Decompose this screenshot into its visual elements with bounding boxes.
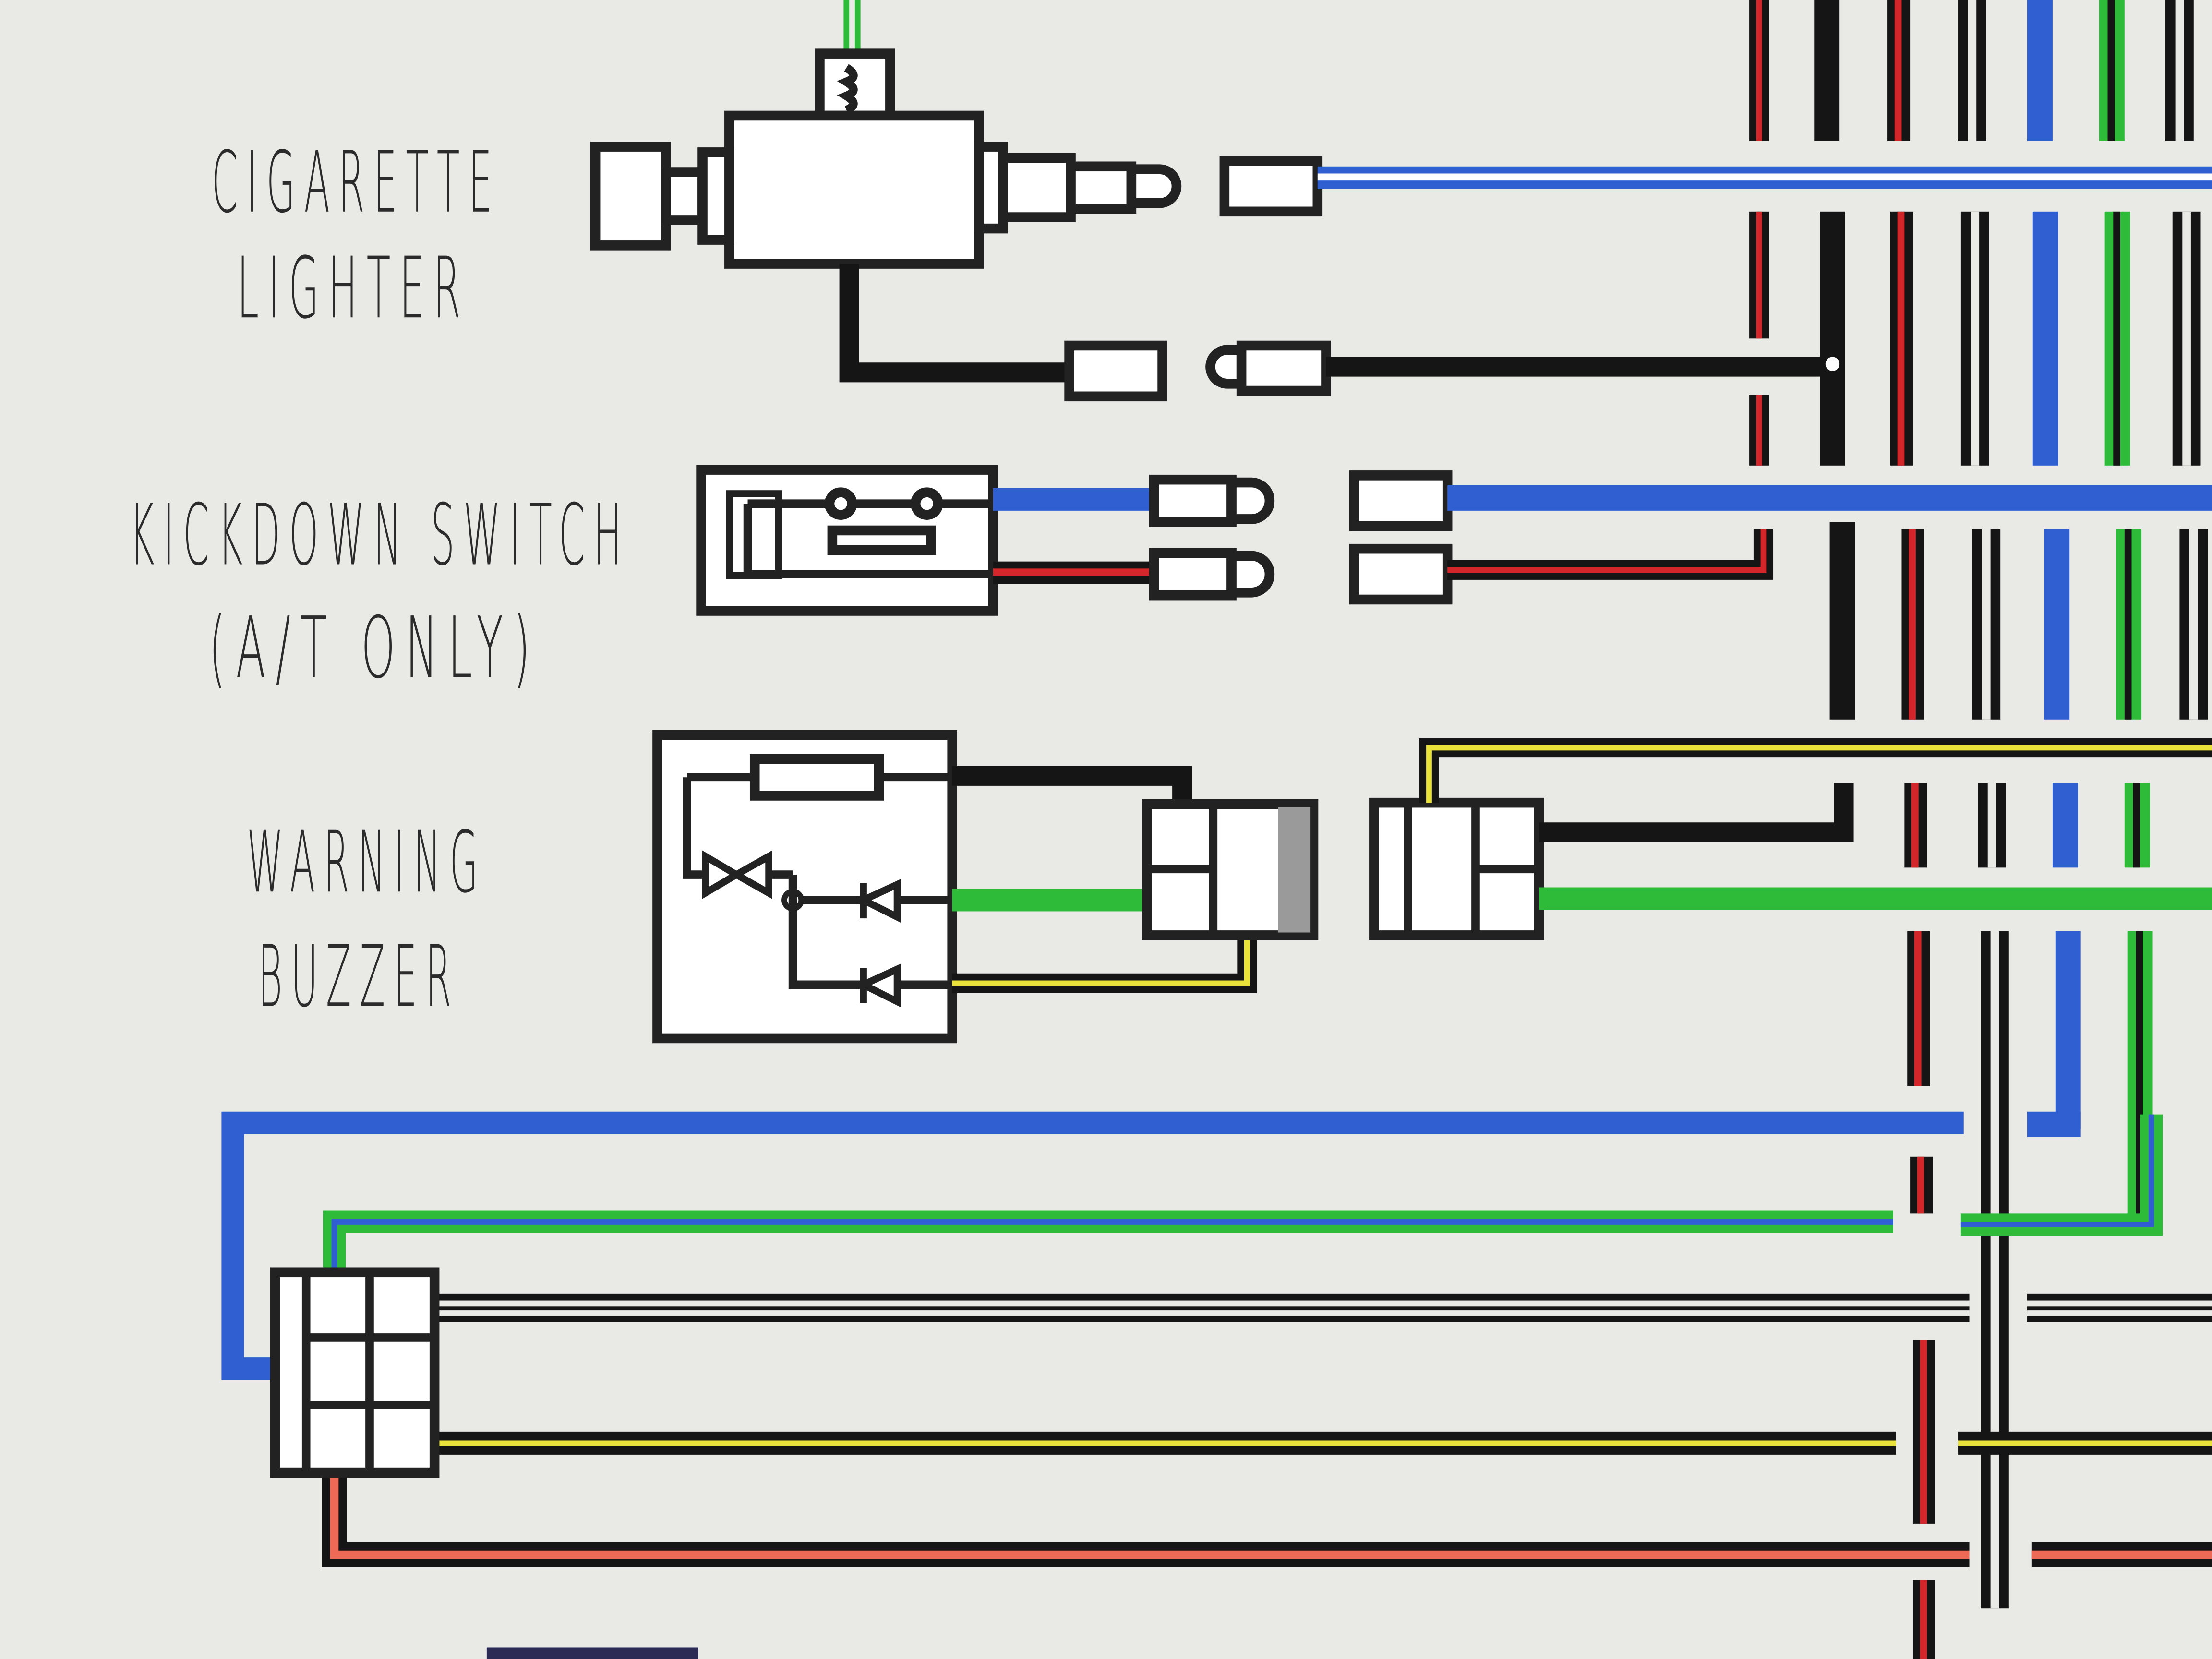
cigarette-lighter-label-line2: LIGHTER	[237, 239, 470, 337]
warning-buzzer-label-line1: WARNING	[247, 813, 487, 912]
cigarette-lighter-label-line1: CIGARETTE	[212, 133, 501, 232]
warning-buzzer-symbol	[652, 730, 2212, 1044]
harness-upper	[1749, 0, 2208, 720]
kickdown-switch-symbol	[696, 465, 2212, 616]
harness-lower	[1904, 783, 2153, 1659]
kickdown-label-line1: KICKDOWN SWITCH	[130, 486, 630, 585]
harness-bundle	[1749, 0, 2208, 1659]
kickdown-label-line2: (A/T ONLY)	[209, 599, 541, 697]
cigarette-lighter-symbol	[590, 0, 2212, 402]
warning-buzzer-label-line2: BUZZER	[258, 927, 460, 1026]
bottom-connector-and-wires	[221, 1111, 2212, 1659]
